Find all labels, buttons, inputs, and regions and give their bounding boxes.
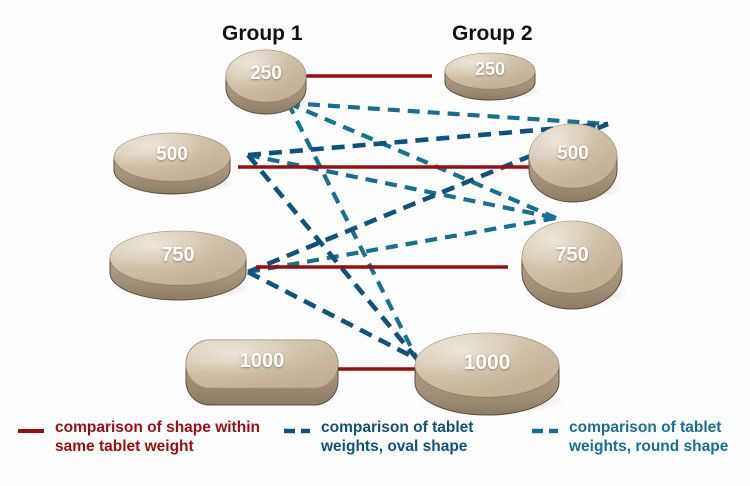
legend-swatch-dashed-teal — [532, 428, 558, 434]
tablet-graphic — [113, 132, 237, 194]
tablet-graphic — [109, 230, 253, 300]
column-header-group-1: Group 1 — [222, 22, 303, 45]
legend-item-weights-round: comparison of tablet weights, round shap… — [530, 418, 750, 456]
tablet-highlight — [226, 50, 306, 102]
tablet-graphic — [444, 52, 541, 100]
legend-swatch-solid-red — [18, 429, 44, 433]
tablet-g1-750[interactable]: 750 — [94, 215, 262, 316]
tablet-graphic — [521, 220, 628, 310]
legend-label-weights-round: comparison of tablet weights, round shap… — [569, 419, 729, 455]
tablet-g2-1000[interactable]: 1000 — [399, 317, 575, 431]
legend-item-shape-within-weight: comparison of shape within same tablet w… — [16, 418, 266, 456]
tablet-g1-1000[interactable]: 1000 — [170, 324, 354, 421]
tablet-g2-250[interactable]: 250 — [429, 37, 551, 116]
tablet-highlight — [114, 132, 230, 181]
tablet-highlight — [522, 221, 622, 293]
connection-line — [246, 269, 419, 362]
tablet-highlight — [415, 333, 559, 397]
legend-item-weights-oval: comparison of tablet weights, oval shape — [282, 418, 517, 456]
legend: comparison of shape within same tablet w… — [0, 418, 750, 486]
tablet-graphic — [414, 332, 566, 416]
tablet-g2-750[interactable]: 750 — [506, 205, 638, 325]
tablet-graphic — [528, 123, 623, 203]
tablet-g2-500[interactable]: 500 — [513, 108, 633, 218]
connection-line — [247, 215, 557, 275]
same-weight-comparison-lines — [238, 74, 546, 371]
tablet-g1-500[interactable]: 500 — [98, 117, 246, 210]
legend-swatch-dashed-navy — [284, 428, 310, 434]
tablet-highlight — [445, 52, 535, 89]
tablet-graphic — [225, 49, 312, 115]
tablet-highlight — [186, 339, 338, 388]
tablet-graphic — [185, 339, 345, 405]
connection-line — [287, 100, 609, 127]
connection-line — [287, 101, 557, 220]
legend-label-weights-oval: comparison of tablet weights, oval shape — [321, 419, 474, 455]
connection-line — [247, 152, 557, 221]
tablet-highlight — [529, 124, 617, 188]
column-header-group-2: Group 2 — [452, 22, 533, 45]
legend-label-shape-within-weight: comparison of shape within same tablet w… — [55, 419, 260, 455]
tablet-highlight — [110, 230, 246, 285]
connection-line — [246, 153, 419, 361]
